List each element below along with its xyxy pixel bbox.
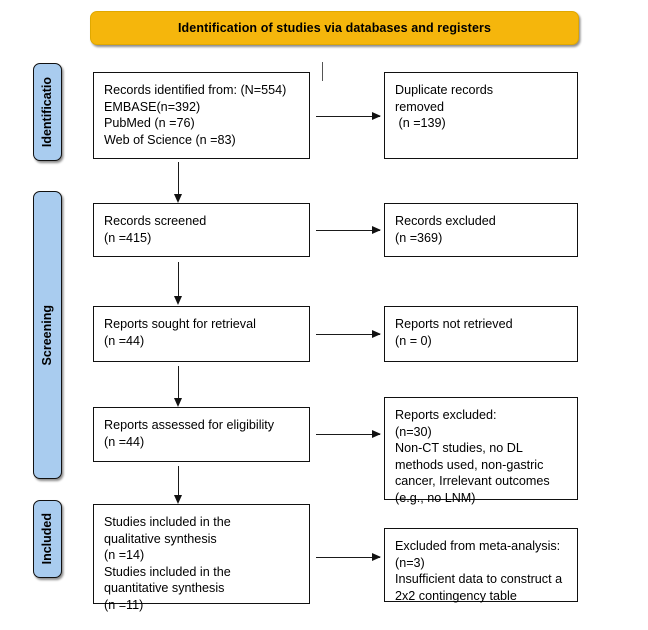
stage-label-included: Included <box>33 500 62 578</box>
box-line: removed <box>395 99 444 114</box>
box-line: quantitative synthesis <box>104 581 225 595</box>
arrow-included-to-meta-excluded <box>316 553 381 562</box>
box-line: Records identified from: (N=554) <box>104 83 287 97</box>
arrow-identified-to-screened <box>173 162 182 203</box>
box-line: (e.g., no LNM) <box>395 490 476 505</box>
stage-label-identification: Identificatio <box>33 63 62 161</box>
box-reports-sought-for-retrieval: Reports sought for retrieval (n =44) <box>93 306 310 362</box>
box-excluded-from-meta-analysis: Excluded from meta-analysis: (n=3) Insuf… <box>384 528 578 603</box>
box-studies-included: Studies included in the qualitative synt… <box>93 504 310 612</box>
box-line: Web of Science (n =83) <box>104 132 236 147</box>
box-line: Insufficient data to construct a <box>395 572 563 586</box>
box-line: (n = 0) <box>395 333 432 348</box>
stage-label-included-text: Included <box>40 513 55 565</box>
box-line: (n =11) <box>104 597 144 612</box>
box-reports-assessed-for-eligibility: Reports assessed for eligibility (n =44) <box>93 407 310 462</box>
box-reports-excluded-reasons: Reports excluded: (n=30) Non-CT studies,… <box>384 397 578 505</box>
box-line: Records screened <box>104 214 207 228</box>
box-line: (n=3) <box>395 555 425 570</box>
box-line: EMBASE(n=392) <box>104 99 201 114</box>
arrow-sought-to-not-retrieved <box>316 330 381 339</box>
arrow-sought-to-assessed <box>173 366 182 407</box>
box-line: Studies included in the <box>104 564 231 579</box>
stage-label-screening: Screening <box>33 191 62 479</box>
box-line: (n =14) <box>104 548 145 562</box>
box-line: Reports assessed for eligibility <box>104 418 275 432</box>
box-line: Reports not retrieved <box>395 317 513 331</box>
box-line: Studies included in the <box>104 515 231 529</box>
box-line: (n=30) <box>395 424 432 439</box>
box-line: Reports excluded: <box>395 408 497 422</box>
box-line: Excluded from meta-analysis: <box>395 539 561 553</box>
box-line: PubMed (n =76) <box>104 116 195 130</box>
arrow-identified-to-duplicates <box>316 112 381 121</box>
box-line: 2x2 contingency table <box>395 588 517 603</box>
box-reports-not-retrieved: Reports not retrieved (n = 0) <box>384 306 578 362</box>
arrow-screened-to-excluded <box>316 226 381 235</box>
box-line: (n =44) <box>104 333 145 348</box>
arrow-screened-to-sought <box>173 262 182 305</box>
stray-tick-mark <box>322 62 323 81</box>
diagram-title-banner: Identification of studies via databases … <box>90 11 579 45</box>
box-line: Duplicate records <box>395 83 493 97</box>
box-line: (n =415) <box>104 230 152 245</box>
box-line: cancer, Irrelevant outcomes <box>395 474 550 488</box>
arrow-assessed-to-reports-excluded <box>316 430 381 439</box>
box-line: (n =44) <box>104 434 145 449</box>
box-line: Reports sought for retrieval <box>104 317 256 331</box>
box-records-excluded: Records excluded (n =369) <box>384 203 578 257</box>
box-line: (n =369) <box>395 230 443 245</box>
stage-label-identification-text: Identificatio <box>40 76 55 148</box>
box-line: qualitative synthesis <box>104 531 217 546</box>
box-records-screened: Records screened (n =415) <box>93 203 310 257</box>
box-records-identified: Records identified from: (N=554) EMBASE(… <box>93 72 310 159</box>
box-duplicate-records-removed: Duplicate records removed (n =139) <box>384 72 578 159</box>
diagram-title-text: Identification of studies via databases … <box>177 21 492 35</box>
box-line: (n =139) <box>395 116 446 130</box>
box-line: Non-CT studies, no DL <box>395 441 523 455</box>
box-line: methods used, non-gastric <box>395 457 544 472</box>
box-line: Records excluded <box>395 214 496 228</box>
arrow-assessed-to-included <box>173 466 182 504</box>
stage-label-screening-text: Screening <box>40 304 55 366</box>
